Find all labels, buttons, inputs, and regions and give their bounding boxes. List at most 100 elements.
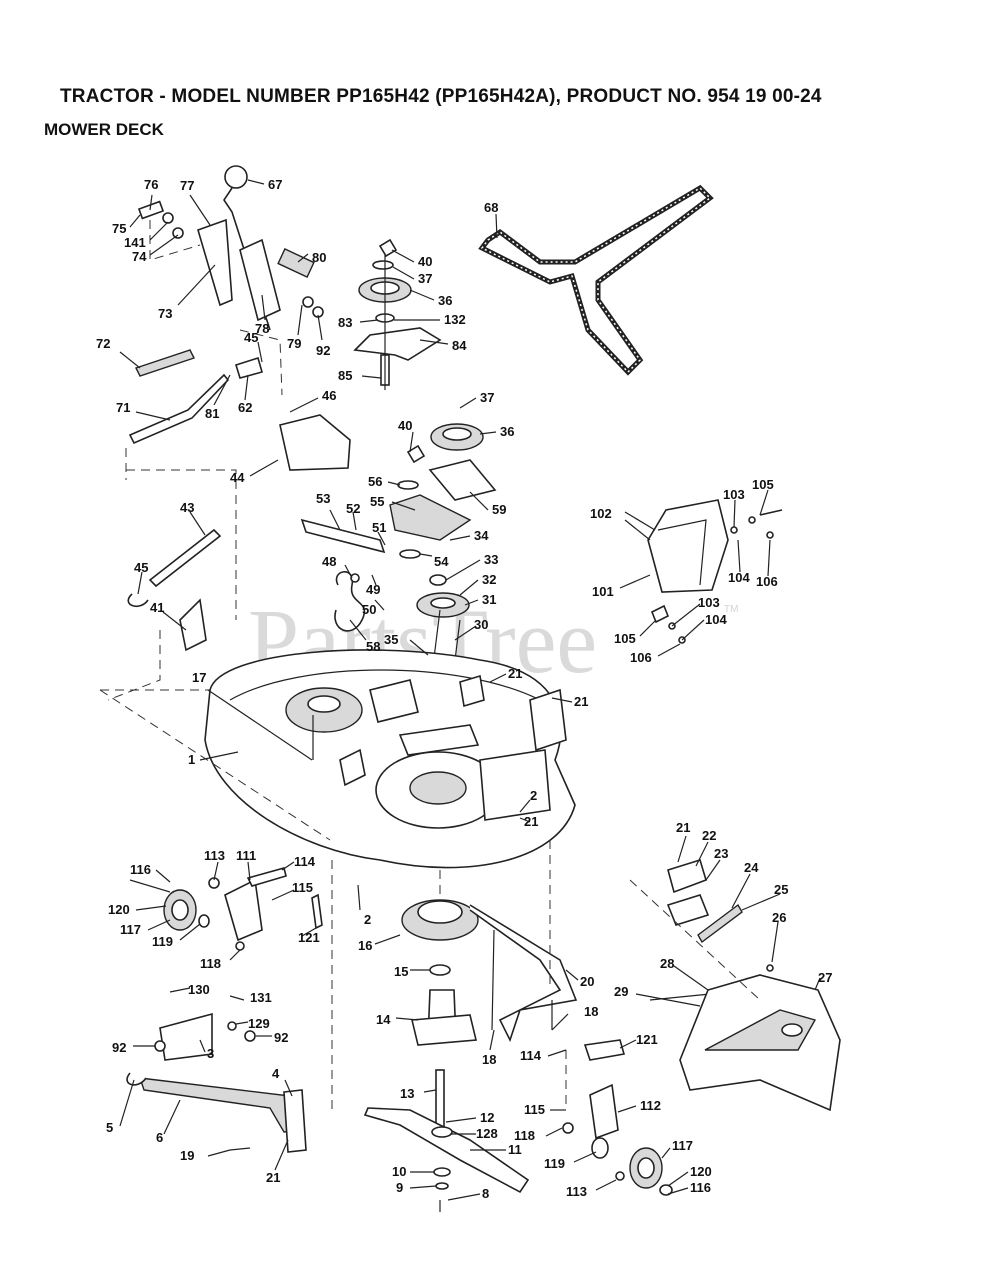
callout-30: 30 — [474, 617, 488, 632]
callout-29: 29 — [614, 984, 628, 999]
callout-55: 55 — [370, 494, 384, 509]
callout-36-mid: 36 — [500, 424, 514, 439]
callout-92-left: 92 — [112, 1040, 126, 1055]
callout-79: 79 — [287, 336, 301, 351]
callout-120-left: 120 — [108, 902, 130, 917]
callout-77: 77 — [180, 178, 194, 193]
callout-24: 24 — [744, 860, 759, 875]
callout-45-top: 45 — [244, 330, 258, 345]
callout-115-right: 115 — [524, 1102, 545, 1117]
callout-101: 101 — [592, 584, 614, 599]
callout-85: 85 — [338, 368, 352, 383]
callout-80: 80 — [312, 250, 326, 265]
callout-119-left: 119 — [152, 934, 173, 949]
callout-92-top: 92 — [316, 343, 330, 358]
callout-18-right: 18 — [584, 1004, 598, 1019]
height-adjust-linkage — [107, 469, 237, 701]
callout-9: 9 — [396, 1180, 403, 1195]
callout-114-top: 114 — [294, 854, 316, 869]
callout-130: 130 — [188, 982, 210, 997]
callout-1: 1 — [188, 752, 195, 767]
watermark-tm: TM — [724, 604, 738, 615]
callout-84: 84 — [452, 338, 467, 353]
callout-46: 46 — [322, 388, 336, 403]
callout-3: 3 — [207, 1046, 214, 1061]
callout-14: 14 — [376, 1012, 391, 1027]
callout-36-top: 36 — [438, 293, 452, 308]
callout-12: 12 — [480, 1110, 494, 1125]
rear-idler-and-bracket — [562, 1039, 673, 1196]
callout-115-left: 115 — [292, 880, 313, 895]
section-title: MOWER DECK — [44, 120, 164, 139]
callout-17: 17 — [192, 670, 206, 685]
page-title: TRACTOR - MODEL NUMBER PP165H42 (PP165H4… — [60, 86, 822, 107]
callout-41: 41 — [150, 600, 164, 615]
callout-45-left: 45 — [134, 560, 148, 575]
callout-121-right: 121 — [636, 1032, 658, 1047]
callout-129: 129 — [248, 1016, 270, 1031]
mulch-plate — [647, 499, 783, 644]
callout-113-right: 113 — [566, 1184, 587, 1199]
callout-22: 22 — [702, 828, 716, 843]
idler-pulley-stack-mid — [279, 414, 497, 701]
callout-62: 62 — [238, 400, 252, 415]
callout-13: 13 — [400, 1086, 414, 1101]
callout-21-d: 21 — [676, 820, 690, 835]
callout-102: 102 — [590, 506, 612, 521]
callout-21-b: 21 — [574, 694, 588, 709]
callout-40-top: 40 — [418, 254, 432, 269]
callout-128: 128 — [476, 1126, 498, 1141]
callout-131: 131 — [250, 990, 272, 1005]
callout-37-top: 37 — [418, 271, 432, 286]
callout-8: 8 — [482, 1186, 489, 1201]
callout-44: 44 — [230, 470, 245, 485]
callout-114-bottom: 114 — [520, 1048, 542, 1063]
callout-51: 51 — [372, 520, 386, 535]
callout-50: 50 — [362, 602, 376, 617]
callout-116-left: 116 — [130, 862, 151, 877]
callout-72: 72 — [96, 336, 110, 351]
callout-58: 58 — [366, 639, 380, 654]
callout-11: 11 — [508, 1142, 522, 1157]
callout-21-e: 21 — [266, 1170, 280, 1185]
callout-48: 48 — [322, 554, 336, 569]
callout-23: 23 — [714, 846, 728, 861]
callout-73: 73 — [158, 306, 172, 321]
callout-78: 78 — [255, 321, 269, 336]
callout-119-right: 119 — [544, 1156, 565, 1171]
callout-56: 56 — [368, 474, 382, 489]
callout-28: 28 — [660, 956, 674, 971]
callout-83: 83 — [338, 315, 352, 330]
callout-112: 112 — [640, 1098, 661, 1113]
idler-pulley-stack-top — [353, 238, 442, 390]
callout-40-mid: 40 — [398, 418, 412, 433]
callout-120-right: 120 — [690, 1164, 712, 1179]
callout-25: 25 — [774, 882, 788, 897]
front-idler-and-arm — [126, 860, 333, 1153]
callout-37-mid: 37 — [480, 390, 494, 405]
spindle-blade-assembly — [363, 840, 578, 1212]
callout-105-bottom: 105 — [614, 631, 636, 646]
callout-117-left: 117 — [120, 922, 141, 937]
callout-labels: 76 77 67 75 141 74 73 78 79 80 92 45 72 … — [96, 177, 832, 1201]
callout-132: 132 — [444, 312, 466, 327]
callout-104-top: 104 — [728, 570, 750, 585]
callout-31: 31 — [482, 592, 496, 607]
callout-75: 75 — [112, 221, 126, 236]
callout-32: 32 — [482, 572, 496, 587]
callout-6: 6 — [156, 1130, 163, 1145]
callout-141: 141 — [124, 235, 146, 250]
callout-103-top: 103 — [723, 487, 745, 502]
callout-19: 19 — [180, 1148, 194, 1163]
callout-121-left: 121 — [298, 930, 320, 945]
drive-belt — [478, 184, 714, 376]
callout-81: 81 — [205, 406, 219, 421]
callout-111: 111 — [236, 848, 256, 863]
callout-21-a: 21 — [508, 666, 522, 681]
callout-2-top: 2 — [530, 788, 537, 803]
callout-106-top: 106 — [756, 574, 778, 589]
callout-4: 4 — [272, 1066, 280, 1081]
callout-26: 26 — [772, 910, 786, 925]
callout-27: 27 — [818, 970, 832, 985]
